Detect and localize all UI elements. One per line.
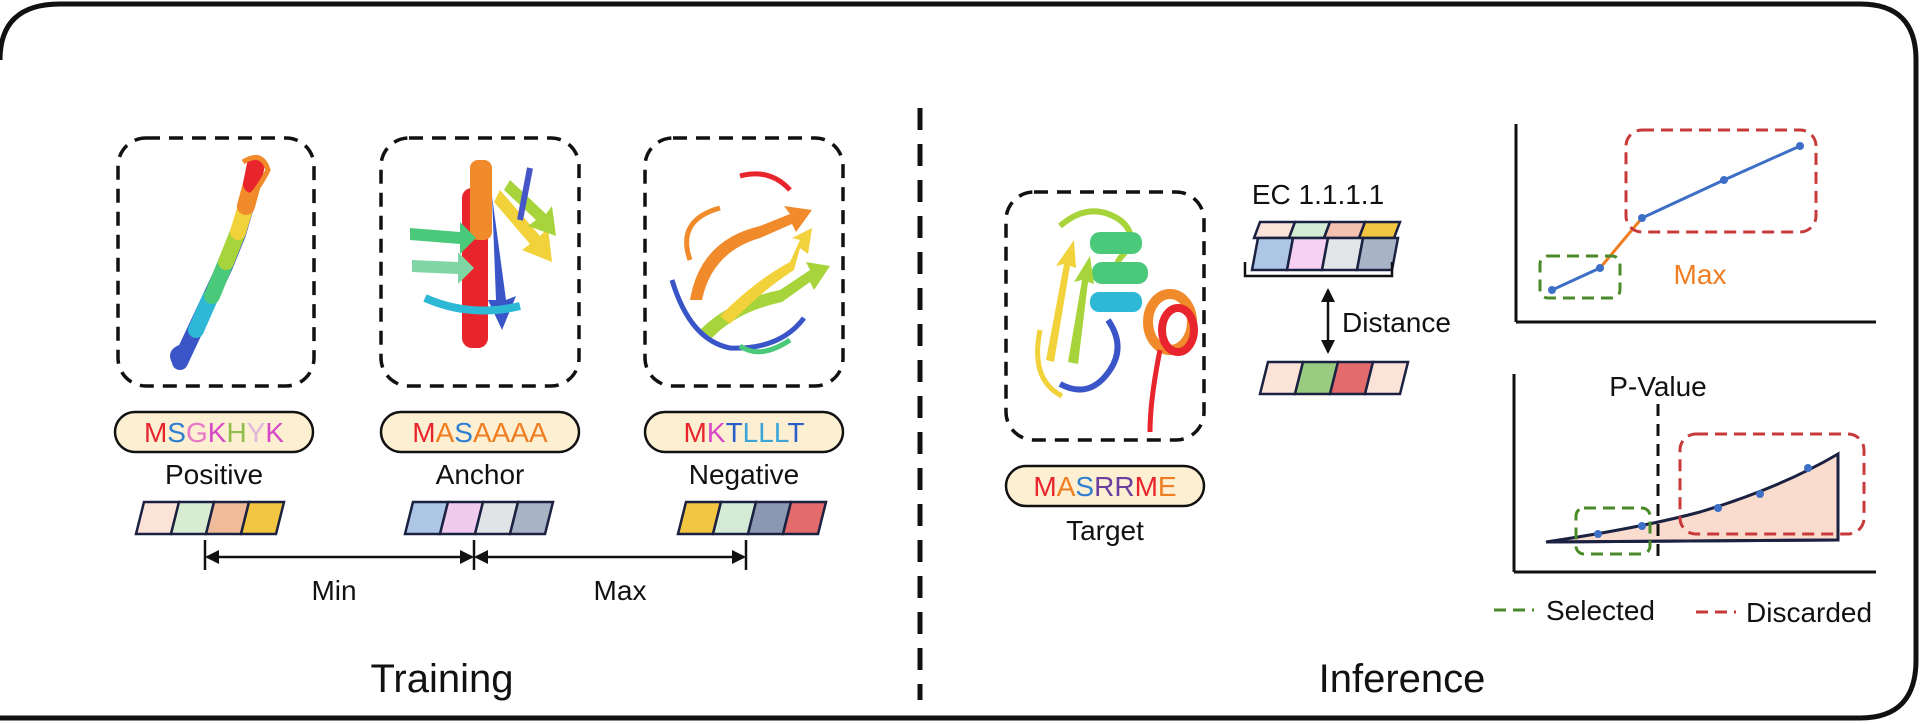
sequence-residue: M	[412, 417, 435, 448]
inference-title: Inference	[1319, 657, 1486, 701]
legend: Selected Discarded	[1494, 595, 1872, 628]
target-structure-box	[1004, 190, 1206, 442]
sequence-residue: M	[1135, 471, 1158, 502]
max-chart-point	[1596, 264, 1604, 272]
sequence-residue: L	[774, 417, 789, 448]
sequence-residue: G	[186, 417, 208, 448]
sequence-residue: T	[787, 417, 804, 448]
sequence-residue: R	[1114, 471, 1134, 502]
max-chart-line-low	[1551, 266, 1601, 292]
positive-label: Positive	[165, 459, 263, 490]
embedding-cell	[1357, 220, 1402, 240]
max-chart-point	[1548, 286, 1556, 294]
anchor-structure-icon	[410, 160, 556, 348]
embedding-cell	[1363, 360, 1410, 396]
positive-structure-icon	[170, 155, 271, 370]
anchor-sequence: MASAAAA	[412, 417, 548, 448]
sequence-residue: M	[1033, 471, 1056, 502]
max-chart-line-mid	[1598, 217, 1644, 269]
training-section: MSGKHYK MASAAAA MKTLLLT Positive Anchor …	[113, 136, 845, 701]
max-chart-discarded-box	[1624, 128, 1818, 234]
pvalue-chart-point	[1638, 522, 1646, 530]
pvalue-method-chart: P-Value	[1512, 371, 1876, 574]
anchor-embedding	[403, 500, 555, 536]
max-label: Max	[594, 575, 647, 606]
sequence-residue: A	[492, 417, 511, 448]
legend-selected-label: Selected	[1546, 595, 1655, 626]
inference-section: MASRRME Target EC 1.1.1.1 Distance Max	[1004, 124, 1876, 701]
sequence-residue: R	[1094, 471, 1114, 502]
pvalue-chart-baseline	[1545, 538, 1839, 544]
target-structure-icon	[1035, 208, 1198, 433]
training-title: Training	[370, 657, 513, 701]
positive-sequence-pill	[113, 410, 315, 454]
sequence-residue: E	[1158, 471, 1177, 502]
sequence-residue: M	[144, 417, 167, 448]
sequence-residue: S	[454, 417, 473, 448]
embedding-cell	[508, 500, 555, 536]
target-embedding	[1258, 360, 1410, 396]
target-label: Target	[1066, 515, 1144, 546]
max-chart-point	[1638, 214, 1646, 222]
anchor-label: Anchor	[436, 459, 525, 490]
pvalue-chart-point	[1804, 464, 1812, 472]
max-method-label: Max	[1674, 259, 1727, 290]
sequence-residue: K	[707, 417, 726, 448]
sequence-residue: K	[208, 417, 227, 448]
min-label: Min	[311, 575, 356, 606]
ec-embedding-top	[1252, 220, 1402, 240]
negative-structure-icon	[669, 171, 830, 355]
sequence-residue: H	[226, 417, 246, 448]
negative-sequence: MKTLLLT	[684, 417, 805, 448]
anchor-structure-box	[379, 136, 581, 388]
sequence-residue: A	[510, 417, 529, 448]
pvalue-chart-selected-box	[1574, 506, 1652, 556]
negative-sequence-pill	[643, 410, 845, 454]
target-sequence: MASRRME	[1033, 471, 1176, 502]
sequence-residue: M	[684, 417, 707, 448]
distance-label: Distance	[1342, 307, 1451, 338]
sequence-residue: S	[167, 417, 186, 448]
pvalue-chart-point	[1756, 490, 1764, 498]
pvalue-chart-area	[1545, 451, 1840, 544]
legend-discarded-label: Discarded	[1746, 597, 1872, 628]
sequence-residue: S	[1075, 471, 1094, 502]
sequence-residue: T	[726, 417, 743, 448]
negative-label: Negative	[689, 459, 800, 490]
sequence-residue: K	[265, 417, 284, 448]
max-method-chart: Max	[1514, 124, 1876, 324]
max-chart-point	[1720, 176, 1728, 184]
negative-embedding	[676, 500, 828, 536]
pvalue-chart-point	[1594, 530, 1602, 538]
sequence-residue: A	[1057, 471, 1076, 502]
sequence-residue: A	[473, 417, 492, 448]
embedding-cell	[781, 500, 828, 536]
sequence-residue: L	[758, 417, 774, 448]
sequence-residue: Y	[247, 417, 266, 448]
sequence-residue: L	[743, 417, 759, 448]
pvalue-label: P-Value	[1609, 371, 1707, 402]
target-sequence-pill	[1004, 464, 1206, 508]
embedding-cell	[239, 500, 286, 536]
ec-label: EC 1.1.1.1	[1252, 179, 1384, 210]
pvalue-chart-point	[1714, 504, 1722, 512]
pvalue-chart-discarded-box	[1678, 432, 1866, 536]
positive-embedding	[134, 500, 286, 536]
positive-structure-box	[116, 136, 316, 388]
anchor-sequence-pill	[379, 410, 581, 454]
ec-bracket	[1243, 262, 1394, 278]
positive-sequence: MSGKHYK	[144, 417, 284, 448]
sequence-residue: A	[529, 417, 548, 448]
negative-structure-box	[643, 136, 845, 388]
sequence-residue: A	[436, 417, 455, 448]
ec-embedding-bottom	[1250, 236, 1400, 272]
max-chart-point	[1796, 142, 1804, 150]
